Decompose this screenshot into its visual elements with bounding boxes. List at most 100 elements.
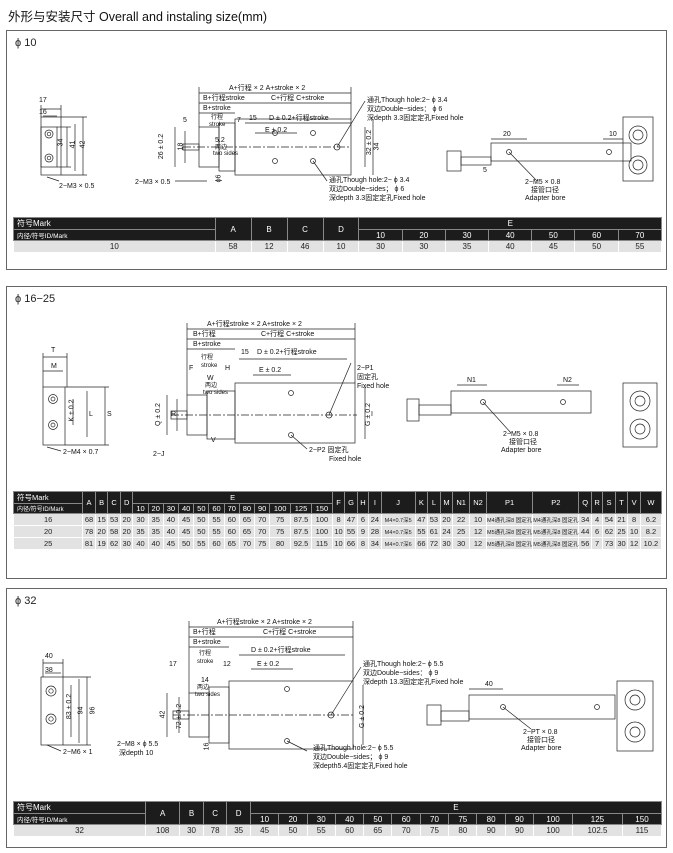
dim-h: H: [225, 365, 231, 372]
cell: 75: [254, 537, 271, 550]
cell: 115: [621, 824, 663, 837]
th-e-40: 40: [178, 503, 195, 514]
cell: 75: [269, 513, 292, 526]
cell: 24: [368, 513, 382, 526]
note-m8: 2−M8 × ϕ 5.5: [117, 741, 159, 748]
cell: 66: [414, 537, 429, 550]
cell: 25: [614, 525, 629, 538]
cell: 73: [602, 537, 616, 550]
th-a: A: [214, 217, 252, 241]
cell: 12: [250, 240, 288, 253]
cell: 72: [427, 537, 441, 550]
dim-17: 17: [39, 97, 47, 104]
cell: 40: [147, 537, 164, 550]
cell: 28: [368, 525, 382, 538]
dim-two-sides-en: two sides: [195, 692, 221, 698]
dim-two-sides-en: two sides: [213, 151, 239, 157]
th-j: J: [380, 491, 416, 514]
note-depth-bottom: 深depth 3.3固定定孔Fixed hole: [329, 195, 426, 202]
cell: 58: [214, 240, 252, 253]
dim-b: B+行程: [193, 629, 216, 636]
cell: 20: [12, 525, 84, 538]
note-p1: 2−P1: [357, 365, 374, 372]
cell: 10: [13, 240, 216, 253]
dim-g: G ± 0.2: [358, 705, 366, 728]
dim-12: 12: [223, 661, 231, 668]
cell: 55: [208, 525, 225, 538]
cell: 44: [578, 525, 592, 538]
dim-42: 42: [79, 140, 87, 149]
spec-table-phi-32: 符号Mark A B C D E 内径/符号ID/Mark 10 20 30 4…: [12, 801, 663, 837]
th-r: R: [590, 491, 604, 514]
drawing-phi-32: [40, 621, 654, 752]
cell: 80: [269, 537, 292, 550]
dim-two-sides-cn: 两边: [205, 383, 218, 389]
th-d: D: [322, 217, 360, 241]
cell: 8: [627, 513, 641, 526]
section-phi-10: ϕ 10: [6, 30, 667, 270]
dim-s: S: [107, 411, 112, 418]
note-port-cn: 接管口径: [527, 737, 555, 744]
th-e-50: 50: [531, 229, 576, 241]
th-g: G: [344, 491, 358, 514]
dim-l: L: [89, 411, 93, 418]
dim-n1: N1: [467, 377, 476, 384]
cell: 87.5: [290, 525, 312, 538]
dim-c: C+行程 C+stroke: [263, 629, 317, 636]
cell: 10: [469, 513, 487, 526]
dim-20: 20: [503, 131, 511, 138]
th-e-60: 60: [208, 503, 225, 514]
cell: 7: [590, 537, 604, 550]
dim-5-side: 5: [483, 167, 487, 174]
dim-e: E ± 0.2: [265, 127, 288, 134]
cell: 8.2: [639, 525, 663, 538]
cell: 100: [310, 525, 333, 538]
cell: 22: [452, 513, 471, 526]
dim-10: 10: [609, 131, 617, 138]
th-d: D: [226, 801, 251, 825]
cell: 25: [452, 525, 471, 538]
th-w: W: [639, 491, 663, 514]
cell: 9: [356, 525, 370, 538]
cell: 58: [107, 525, 121, 538]
cell: 53: [427, 513, 441, 526]
dim-a: A+行程stroke × 2 A+stroke × 2: [207, 321, 302, 328]
cell: 24: [439, 525, 454, 538]
dim-b: B+行程: [193, 331, 216, 338]
note-through-hole-top: 通孔Though hole:2− ϕ 5.5: [363, 661, 444, 668]
th-id: 内径/符号ID/Mark: [12, 813, 147, 825]
th-e-50: 50: [363, 813, 393, 825]
dim-i: I: [371, 411, 373, 418]
cell: 87.5: [290, 513, 312, 526]
dim-41: 41: [69, 140, 77, 149]
dim-r: R: [171, 411, 177, 418]
cell: 81: [82, 537, 96, 550]
cell: 46: [286, 240, 324, 253]
cell: 34: [578, 513, 592, 526]
cell: 45: [178, 513, 195, 526]
dim-d: D ± 0.2+行程stroke: [269, 115, 329, 122]
section-phi-16-25: ϕ 16−25: [6, 286, 667, 579]
th-e-40: 40: [488, 229, 533, 241]
th-e-90: 90: [504, 813, 535, 825]
cell: 30: [179, 824, 204, 837]
th-s: S: [602, 491, 616, 514]
cell: 65: [238, 525, 256, 538]
cell: 50: [193, 525, 210, 538]
cell: 55: [344, 525, 358, 538]
dim-stroke-en: stroke: [209, 122, 226, 128]
cell: 30: [401, 240, 446, 253]
cell: 12: [469, 537, 487, 550]
dim-stroke-cn: 行程: [211, 115, 224, 121]
cell: 66: [344, 537, 358, 550]
dim-m3-body: 2−M3 × 0.5: [135, 179, 171, 186]
cell: 45: [531, 240, 576, 253]
cell: M5通孔深8 固定孔: [485, 525, 534, 538]
th-p1: P1: [485, 491, 534, 514]
cell: 30: [439, 537, 454, 550]
note-double-sides-top: 双边Double−sides： ϕ 9: [363, 670, 439, 677]
note-depth-10: 深depth 10: [119, 750, 154, 757]
cell: 75: [419, 824, 450, 837]
